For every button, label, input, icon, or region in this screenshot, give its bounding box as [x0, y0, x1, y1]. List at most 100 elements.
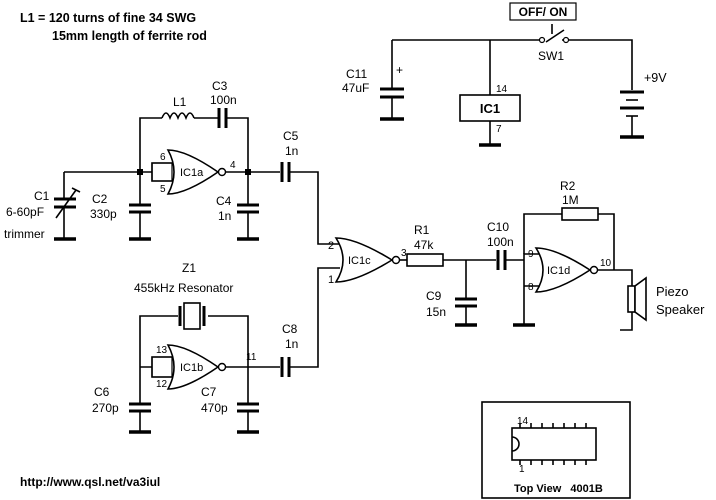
c11-name: C11 [346, 67, 367, 81]
c1-trimmer-arrow [55, 189, 77, 219]
amplifier-section: IC1d 9 8 10 R2 1M Piezo Speaker [505, 179, 705, 331]
c1-value: 6-60pF [6, 205, 44, 219]
c7-name: C7 [201, 385, 217, 399]
package-pin-14: 14 [517, 416, 529, 427]
ic1d-pin-8: 8 [528, 282, 534, 293]
ic1a-pin-5: 5 [160, 184, 166, 195]
r2-feedback-wires [523, 213, 615, 270]
l1-coil [161, 112, 195, 121]
z1-wires [139, 315, 249, 367]
speaker-icon [634, 276, 647, 322]
c1-note: trimmer [4, 227, 45, 241]
c7-value: 470p [201, 401, 228, 415]
speaker-wires [598, 269, 633, 331]
c5-to-ic1c-wire [289, 171, 340, 245]
ic1-pin-vdd: 14 [496, 84, 508, 95]
c1-trimmer-tick [71, 187, 81, 193]
ic1d-bubble [589, 265, 599, 275]
c3-name: C3 [212, 79, 228, 93]
ic1c-bubble [391, 255, 401, 265]
c2-value: 330p [90, 207, 117, 221]
sw1-lever [545, 29, 565, 43]
ic1a-input-wires [140, 162, 172, 182]
c9-name: C9 [426, 289, 442, 303]
mixer-section: IC1c 2 1 3 R1 47k C9 15n C10 100n [328, 220, 514, 327]
c2-name: C2 [92, 192, 108, 206]
c8-to-ic1c-wire [289, 267, 340, 368]
c11-plus-sign: + [396, 63, 403, 77]
chip-pins [519, 423, 587, 465]
r1-body [406, 253, 444, 267]
z1-name: Z1 [182, 261, 196, 275]
ic1b-label: IC1b [180, 362, 203, 374]
r2-body [561, 207, 599, 221]
c4-value: 1n [218, 209, 231, 223]
chip-notch [511, 436, 520, 452]
c3-value: 100n [210, 93, 237, 107]
ic1b-input-tie [151, 356, 173, 378]
chip-body [511, 427, 597, 461]
c6-value: 270p [92, 401, 119, 415]
supply-rail-wire [392, 39, 633, 90]
ic1b-pin-13: 13 [156, 345, 168, 356]
c11-value: 47uF [342, 81, 369, 95]
ic1b-pin-11: 11 [246, 352, 257, 363]
sw1-contact-right [562, 36, 570, 44]
ic1d-pin-9: 9 [528, 249, 534, 260]
speaker-label-2: Speaker [656, 302, 705, 317]
package-caption: Top View 4001B [514, 483, 603, 495]
sw1-contact-left [538, 36, 546, 44]
c6-name: C6 [94, 385, 110, 399]
r1-name: R1 [414, 223, 430, 237]
ic1a-input-tie [151, 162, 173, 182]
supply-voltage-label: +9V [644, 71, 667, 85]
ic1a-bubble [217, 167, 227, 177]
oscillator-a: L1 C3 100n IC1a 6 5 4 C1 6-60pF trimmer [4, 79, 340, 245]
ic1b-input-wires [140, 356, 172, 378]
ic1-pin-gnd: 7 [496, 124, 502, 135]
ic1c-pin-2: 2 [328, 240, 334, 252]
header-line-2: 15mm length of ferrite rod [52, 29, 207, 43]
header-line-1: L1 = 120 turns of fine 34 SWG [20, 11, 196, 25]
ic1b-pin-12: 12 [156, 379, 168, 390]
package-inset: 14 1 Top View 4001B [481, 401, 631, 499]
c8-name: C8 [282, 322, 298, 336]
website-url: http://www.qsl.net/va3iul [20, 475, 160, 489]
c10-name: C10 [487, 220, 509, 234]
r1-value: 47k [414, 238, 434, 252]
speaker-body [627, 285, 636, 313]
c8-value: 1n [285, 337, 298, 351]
ic1b-gate [166, 344, 220, 390]
z1-crystal-body [183, 302, 201, 330]
c4-name: C4 [216, 194, 232, 208]
ic1-label: IC1 [480, 101, 500, 116]
c5-name: C5 [283, 129, 299, 143]
oscillator-b: Z1 455kHz Resonator IC1b 13 12 11 C6 270… [92, 261, 340, 434]
c10-value: 100n [487, 235, 514, 249]
ic1d-gate [534, 247, 592, 293]
c3-right-wire [226, 117, 249, 172]
c1-name: C1 [34, 189, 50, 203]
sw1-label: SW1 [538, 49, 564, 63]
c5-value: 1n [285, 144, 298, 158]
power-section: OFF/ ON SW1 +9V + C11 47uF IC1 14 7 [342, 2, 667, 147]
speaker-label-1: Piezo [656, 284, 689, 299]
ic1c-gate [334, 237, 394, 283]
ic1d-input-wires [505, 253, 540, 324]
ic1c-pin-3: 3 [401, 248, 407, 259]
ic1a-gate [166, 149, 220, 195]
switch-state-label: OFF/ ON [519, 5, 568, 19]
ic1c-pin-1: 1 [328, 274, 334, 286]
ic1d-pin-10: 10 [600, 258, 612, 269]
ic1c-label: IC1c [348, 255, 371, 267]
l1-name: L1 [173, 95, 187, 109]
ic1a-pin-4: 4 [230, 160, 236, 171]
switch-state-box [509, 2, 577, 21]
c9-value: 15n [426, 305, 446, 319]
package-frame [481, 401, 631, 499]
package-pin-1: 1 [519, 464, 525, 475]
r2-value: 1M [562, 193, 579, 207]
ic1a-pin-6: 6 [160, 152, 166, 163]
ic1d-label: IC1d [547, 265, 570, 277]
